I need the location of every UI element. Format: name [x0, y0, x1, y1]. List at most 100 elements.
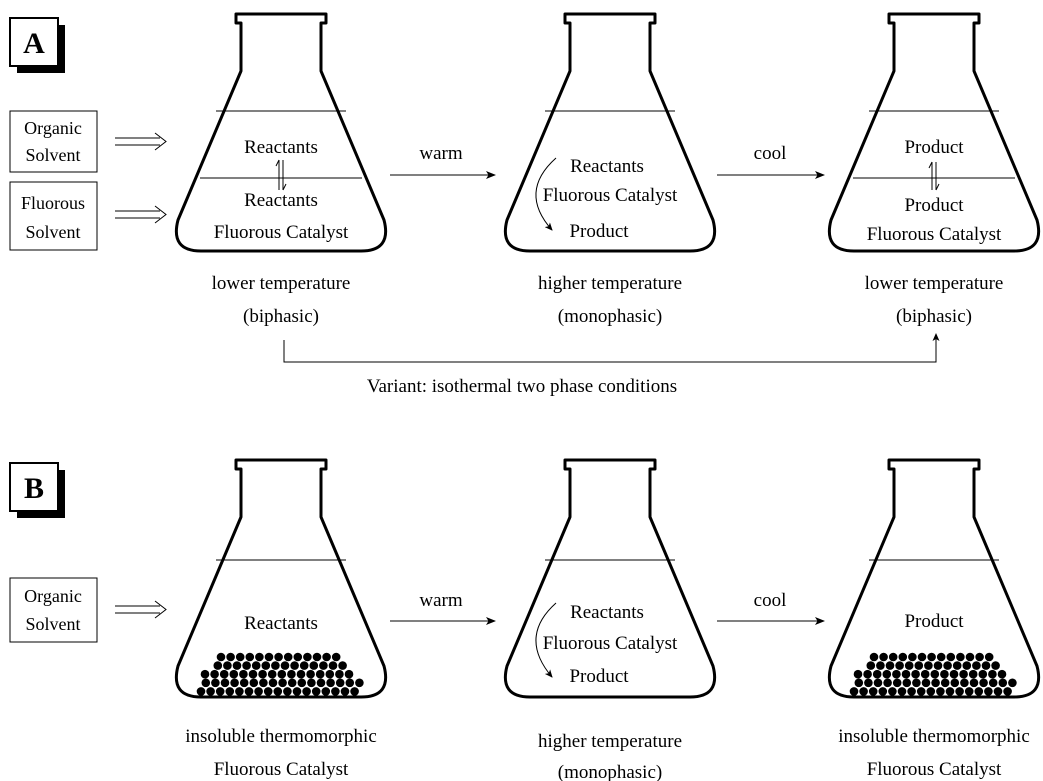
flask-b3: Product: [827, 458, 1041, 699]
panel-a-label: A: [9, 17, 65, 73]
svg-text:Product: Product: [904, 137, 964, 158]
svg-text:Reactants: Reactants: [244, 613, 318, 634]
catalyst-bead: [968, 669, 978, 679]
catalyst-bead: [321, 687, 331, 696]
svg-text:Reactants: Reactants: [570, 156, 644, 177]
catalyst-bead: [267, 669, 277, 679]
catalyst-bead: [946, 652, 956, 662]
catalyst-bead: [292, 687, 302, 696]
catalyst-bead: [908, 652, 917, 662]
svg-text:Product: Product: [569, 666, 629, 687]
catalyst-bead: [997, 669, 1007, 679]
variant-caption: Variant: isothermal two phase conditions: [367, 376, 677, 397]
catalyst-bead: [981, 661, 991, 670]
catalyst-bead: [873, 678, 883, 688]
catalyst-bead: [302, 687, 311, 696]
catalyst-bead: [955, 687, 964, 696]
catalyst-bead: [223, 661, 232, 670]
svg-text:cool: cool: [754, 590, 787, 611]
catalyst-bead: [998, 678, 1008, 688]
catalyst-bead: [988, 669, 997, 679]
catalyst-bead: [355, 678, 364, 688]
catalyst-bead: [960, 678, 969, 688]
catalyst-bead: [263, 687, 273, 696]
flask-a2-caption-1: higher temperature: [538, 273, 682, 294]
catalyst-bead: [866, 661, 876, 670]
catalyst-bead: [920, 669, 930, 679]
catalyst-bead: [258, 669, 267, 679]
variant-connector: [283, 333, 940, 363]
catalyst-bead: [344, 669, 354, 679]
svg-text:Fluorous Catalyst: Fluorous Catalyst: [867, 224, 1002, 245]
catalyst-bead: [914, 661, 924, 670]
catalyst-bead: [902, 678, 912, 688]
catalyst-bead: [876, 661, 885, 670]
catalyst-beads: [849, 652, 1017, 696]
catalyst-bead: [326, 678, 335, 688]
catalyst-bead: [249, 678, 259, 688]
svg-text:Organic: Organic: [24, 586, 82, 606]
catalyst-bead: [211, 678, 220, 688]
catalyst-bead: [898, 652, 908, 662]
catalyst-bead: [254, 687, 263, 696]
catalyst-bead: [306, 669, 315, 679]
catalyst-bead: [319, 661, 328, 670]
catalyst-bead: [201, 678, 211, 688]
catalyst-bead: [328, 661, 338, 670]
svg-text:A: A: [23, 27, 45, 60]
catalyst-bead: [350, 687, 359, 696]
catalyst-bead: [969, 678, 979, 688]
svg-text:Product: Product: [569, 221, 629, 242]
svg-text:B: B: [24, 472, 44, 505]
fluorous-solvent-box: Fluorous Solvent: [9, 181, 98, 251]
catalyst-bead: [283, 652, 293, 662]
catalyst-bead: [280, 661, 290, 670]
catalyst-bead: [936, 652, 946, 662]
catalyst-bead: [213, 661, 223, 670]
catalyst-bead: [991, 661, 1000, 670]
catalyst-bead: [950, 678, 960, 688]
catalyst-bead: [940, 669, 949, 679]
catalyst-bead: [921, 678, 931, 688]
organic-input-arrow-b: [115, 600, 167, 619]
svg-text:cool: cool: [754, 143, 787, 164]
svg-text:Solvent: Solvent: [25, 145, 80, 165]
flask-b1-caption-1: insoluble thermomorphic: [185, 726, 377, 747]
catalyst-bead: [206, 687, 215, 696]
catalyst-bead: [868, 687, 878, 696]
catalyst-bead: [331, 652, 341, 662]
catalyst-bead: [901, 669, 911, 679]
catalyst-bead: [331, 687, 340, 696]
svg-text:Solvent: Solvent: [25, 614, 80, 634]
catalyst-bead: [316, 678, 326, 688]
svg-text:Solvent: Solvent: [25, 222, 80, 242]
catalyst-bead: [916, 687, 926, 696]
svg-text:Product: Product: [904, 611, 964, 632]
catalyst-bead: [972, 661, 981, 670]
reaction-curved-arrow: [535, 602, 557, 678]
catalyst-bead: [315, 669, 325, 679]
catalyst-bead: [993, 687, 1003, 696]
flask-a1-caption-2: (biphasic): [243, 306, 319, 327]
cool-arrow-b: cool: [717, 590, 825, 625]
catalyst-bead: [274, 652, 283, 662]
catalyst-bead: [962, 661, 972, 670]
catalyst-bead: [303, 652, 312, 662]
catalyst-bead: [225, 687, 235, 696]
catalyst-bead: [975, 652, 984, 662]
equilibrium-arrows: [275, 159, 287, 191]
flask-a3-caption-2: (biphasic): [896, 306, 972, 327]
catalyst-bead: [340, 687, 350, 696]
organic-solvent-box-b: Organic Solvent: [9, 577, 98, 643]
catalyst-bead: [259, 678, 268, 688]
flask-b2-caption-1: higher temperature: [538, 731, 682, 752]
catalyst-bead: [878, 687, 888, 696]
catalyst-bead: [924, 661, 933, 670]
reaction-curved-arrow: [535, 157, 557, 231]
svg-text:warm: warm: [419, 143, 462, 164]
catalyst-bead: [299, 661, 309, 670]
catalyst-bead: [863, 669, 872, 679]
catalyst-bead: [930, 669, 940, 679]
catalyst-bead: [196, 687, 206, 696]
catalyst-bead: [235, 652, 245, 662]
